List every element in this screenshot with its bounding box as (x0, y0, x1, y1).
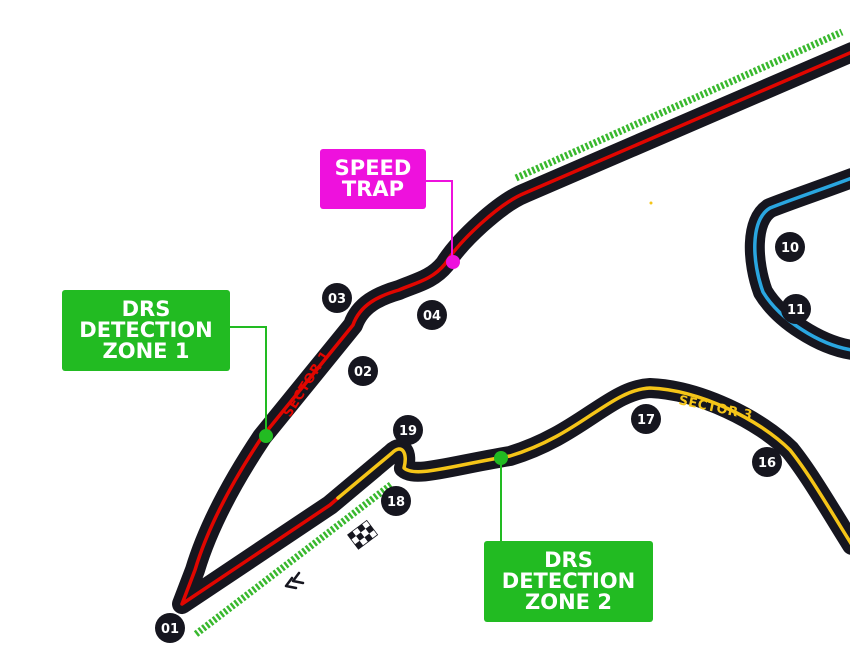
track-main-straight (172, 42, 850, 614)
speedtrap-line-1: SPEED (334, 156, 412, 180)
corner-10: 10 (775, 232, 805, 262)
drs1-line-1: DRS (121, 297, 171, 321)
svg-text:02: 02 (354, 365, 372, 380)
speedtrap-dot (446, 255, 460, 269)
sector1-label: SECTOR 1 (281, 348, 334, 420)
drs-zone-strip-top (514, 28, 844, 182)
svg-text:04: 04 (423, 309, 441, 324)
drs1-line-2: DETECTION (79, 318, 213, 342)
callout-leaders (230, 180, 502, 541)
corner-17: 17 (631, 404, 661, 434)
direction-chevrons-icon (284, 571, 305, 590)
corner-03: 03 (322, 283, 352, 313)
svg-text:16: 16 (758, 456, 776, 471)
speed-trap-callout: SPEED TRAP (320, 149, 426, 209)
drs1-leader (230, 326, 267, 435)
drs2-line-3: ZONE 2 (525, 590, 612, 614)
svg-text:01: 01 (161, 622, 179, 637)
drs-detection-zone-2-callout: DRS DETECTION ZONE 2 (484, 541, 653, 622)
svg-text:18: 18 (387, 495, 405, 510)
svg-text:17: 17 (637, 413, 655, 428)
svg-text:10: 10 (781, 241, 799, 256)
speedtrap-leader (426, 180, 453, 262)
sector1-line (180, 50, 850, 606)
drs2-line-1: DRS (544, 548, 593, 572)
track-sector2-section (744, 168, 850, 360)
svg-text:11: 11 (787, 303, 805, 318)
speedtrap-line-2: TRAP (341, 177, 405, 201)
corner-badges: 01 02 03 04 10 11 16 17 (155, 232, 811, 643)
sector-lines (180, 50, 850, 606)
drs1-detection-dot (259, 429, 273, 443)
svg-text:03: 03 (328, 292, 346, 307)
track (172, 42, 850, 614)
drs-detection-zone-1-callout: DRS DETECTION ZONE 1 (62, 290, 230, 371)
corner-16: 16 (752, 447, 782, 477)
drs1-line-3: ZONE 1 (102, 339, 190, 363)
drs2-detection-dot (494, 451, 508, 465)
corner-01: 01 (155, 613, 185, 643)
corner-04: 04 (417, 300, 447, 330)
corner-02: 02 (348, 356, 378, 386)
marker-dot (649, 201, 653, 205)
finish-flag-icon (347, 519, 379, 550)
sector2-line (753, 176, 850, 352)
drs2-line-2: DETECTION (501, 569, 636, 593)
svg-text:19: 19 (399, 424, 417, 439)
drs-zone-strip-bottom (193, 481, 395, 637)
corner-11: 11 (781, 294, 811, 324)
corner-18: 18 (381, 486, 411, 516)
sector3-line (336, 386, 850, 546)
corner-19: 19 (393, 415, 423, 445)
